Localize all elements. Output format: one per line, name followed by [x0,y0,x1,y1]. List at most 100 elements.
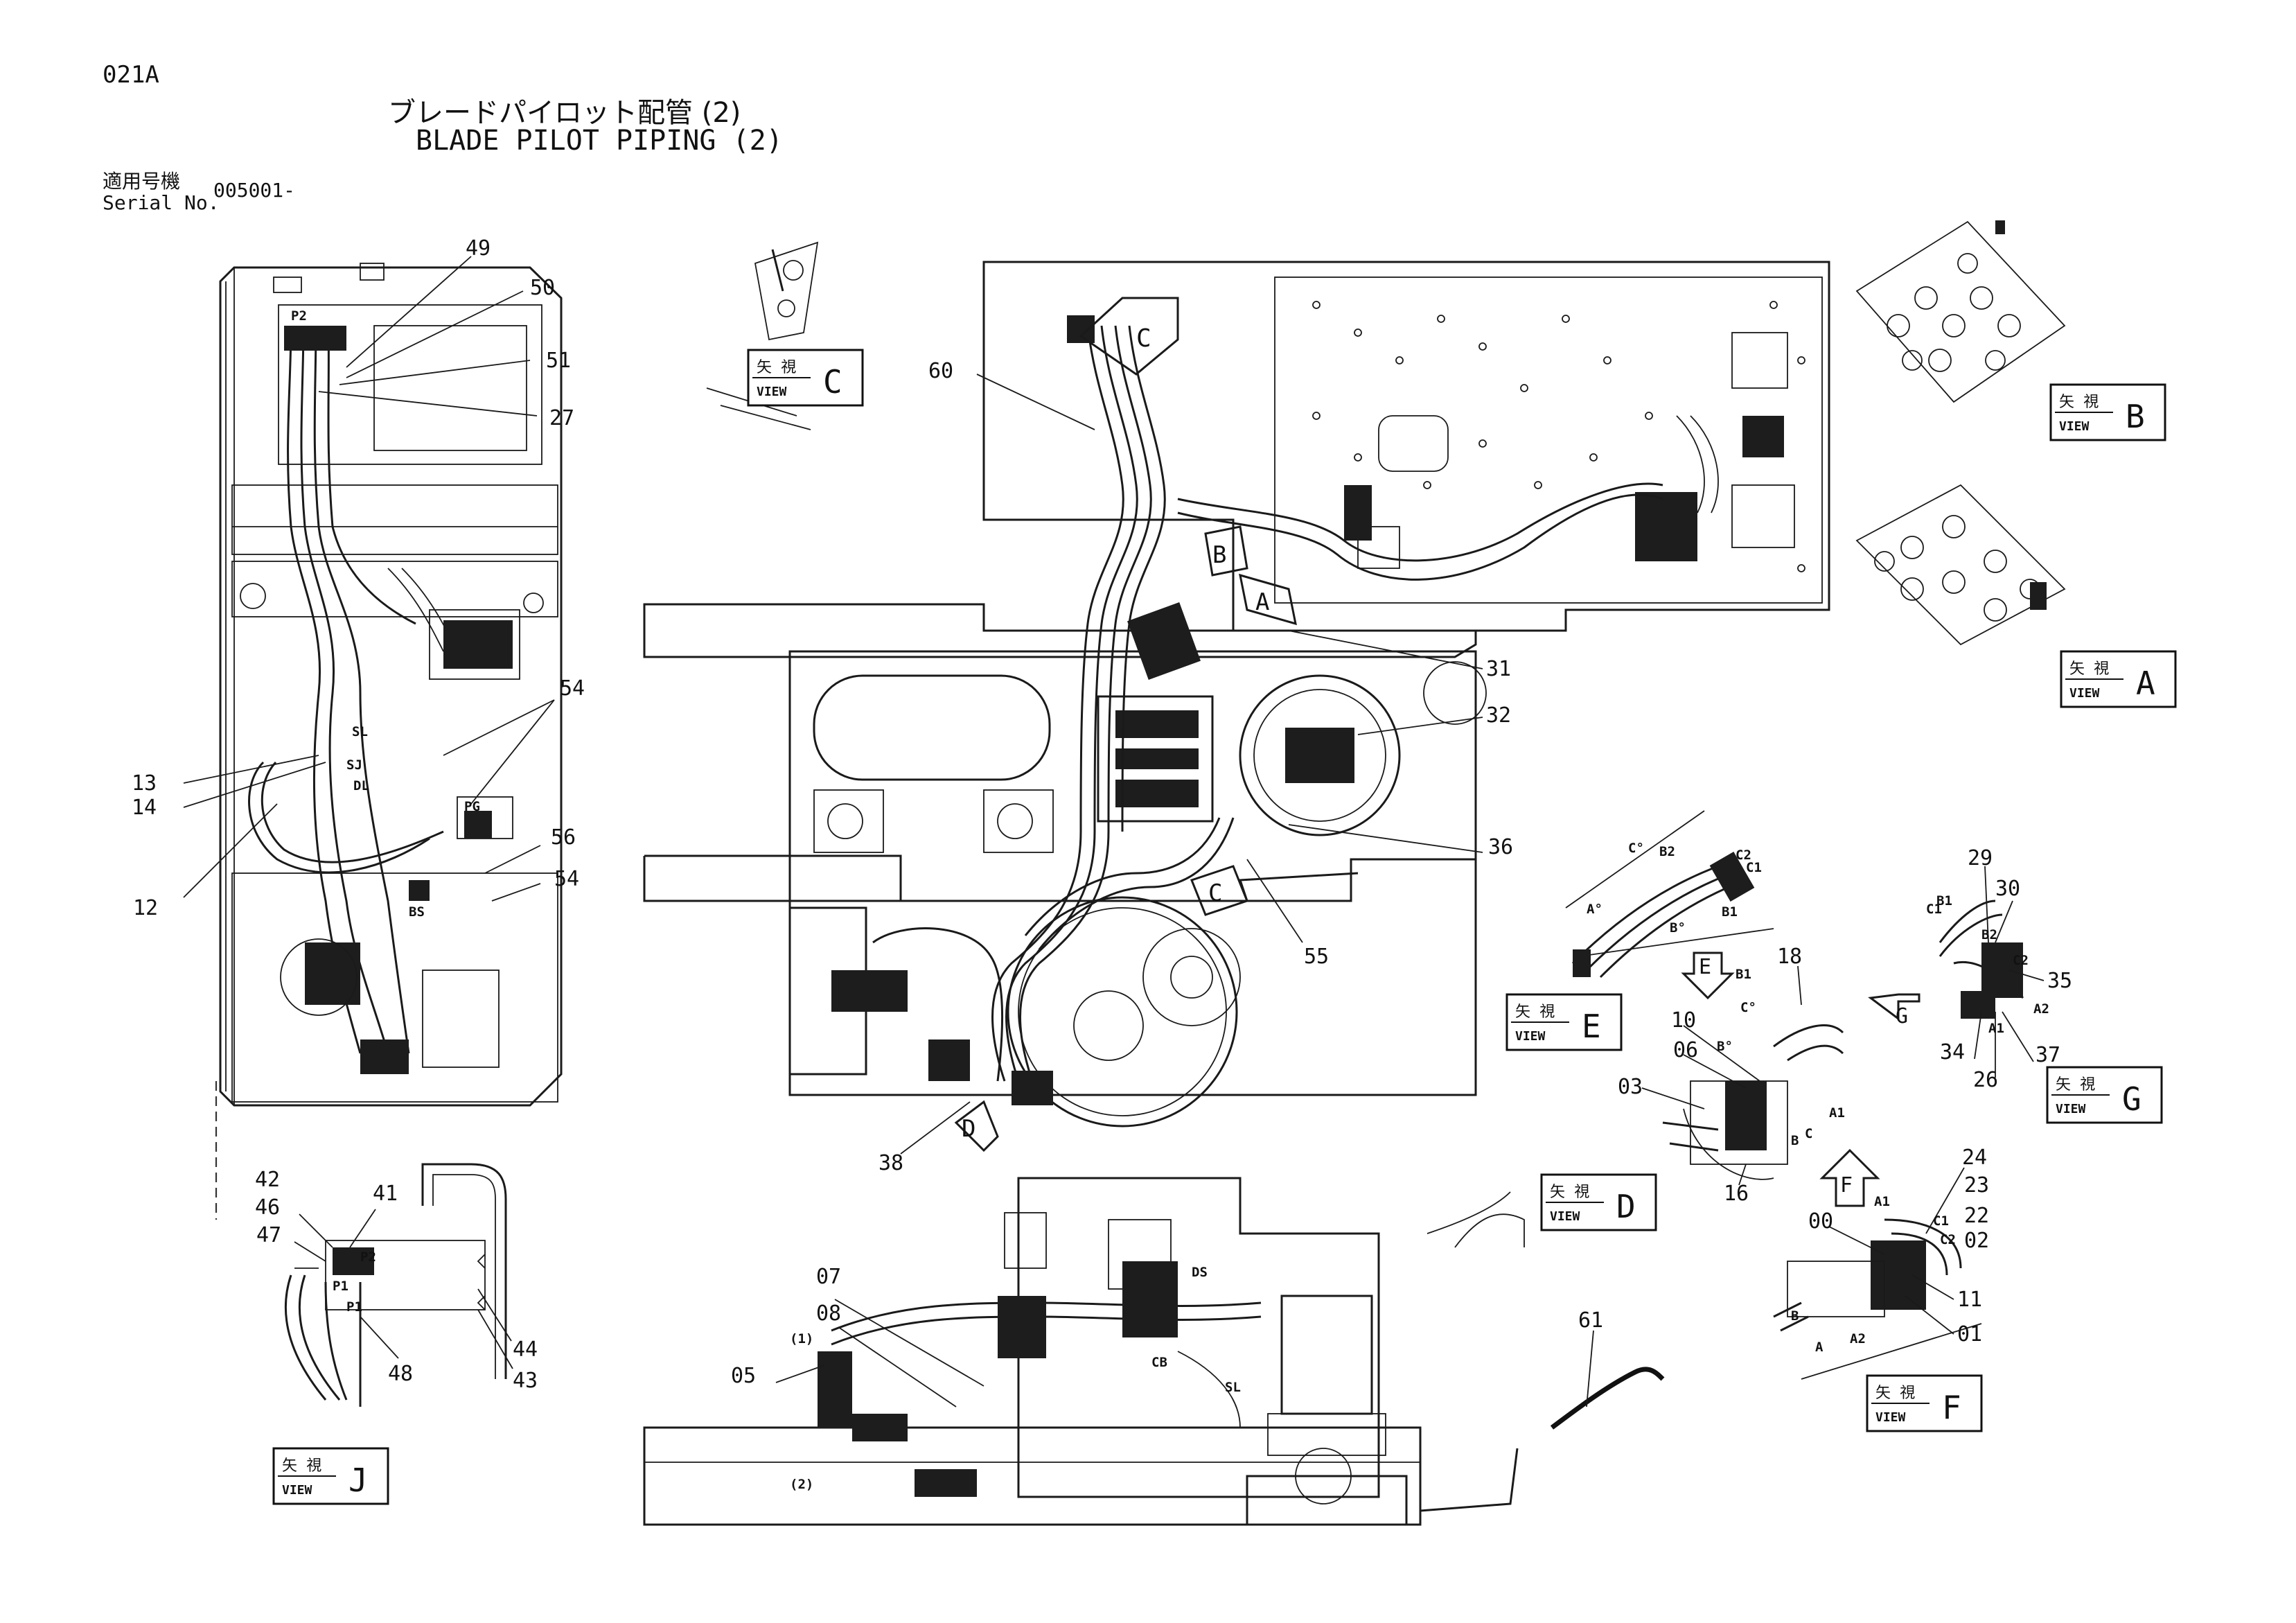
view-arrow-label: D [962,1115,975,1143]
view-arrow-label: A [1255,588,1269,616]
port-label: B° [1717,1039,1733,1054]
callout-02: 02 [1964,1229,1989,1253]
port-label: P1 [333,1279,348,1294]
view-box-jp: 矢 視 [282,1457,321,1475]
port-label: CB [1151,1355,1167,1370]
port-label: B1 [1736,967,1751,982]
title-english: BLADE PILOT PIPING (2) [416,125,783,157]
port-label: A° [1587,902,1602,917]
view-box-letter: A [2136,665,2155,702]
port-label: C1 [1926,902,1942,917]
callout-37: 37 [2036,1043,2060,1067]
view-box-c: 矢 視 VIEW C [747,349,864,407]
view-j-detail [284,1163,507,1407]
callout-26: 26 [1973,1068,1998,1092]
port-label: SL [352,724,368,739]
port-label: SJ [346,757,362,773]
view-arrows: C B A C D E G F [954,297,1920,1207]
view-g-detail [1939,900,2024,1019]
view-arrow-a: A [1239,573,1297,626]
port-label: C1 [1746,860,1762,875]
callout-31: 31 [1486,657,1511,681]
callout-38: 38 [878,1151,903,1175]
callout-48: 48 [388,1362,413,1386]
callout-36: 36 [1488,835,1513,859]
port-label: C [1805,1126,1812,1141]
port-label: C2 [2013,953,2029,968]
callout-34: 34 [1940,1040,1965,1064]
view-box-a: 矢 視 VIEW A [2060,650,2177,708]
callout-27: 27 [549,406,574,430]
view-box-en: VIEW [2069,686,2100,701]
port-label: DS [1192,1265,1208,1280]
view-arrow-f: F [1819,1148,1880,1207]
bottom-side-view [643,1177,1525,1526]
callout-54: 54 [554,867,579,891]
view-arrow-b: B [1204,525,1248,577]
port-label: A2 [2033,1001,2049,1017]
view-box-letter: D [1616,1188,1636,1225]
callout-35: 35 [2047,969,2072,993]
callouts: 4950512754131412565460313236553842464741… [132,236,2072,1393]
port-label: A1 [1829,1105,1845,1121]
view-box-jp: 矢 視 [2069,660,2109,678]
view-box-letter: C [823,363,842,401]
port-label: DL [353,778,369,793]
port-label: A2 [1850,1331,1866,1346]
view-box-jp: 矢 視 [1550,1184,1589,1201]
view-arrow-label: C [1208,879,1222,907]
port-label: C° [1628,841,1644,856]
view-box-en: VIEW [2059,419,2090,434]
view-box-letter: E [1582,1008,1601,1045]
view-box-en: VIEW [2056,1102,2086,1116]
view-arrow-label: C [1136,324,1151,353]
port-label: B2 [1659,844,1675,859]
view-arrow-label: E [1699,955,1711,979]
port-label: A1 [1988,1021,2004,1036]
callout-54: 54 [560,676,585,701]
view-box-jp: 矢 視 [2059,394,2099,411]
port-label: BS [409,904,425,920]
port-label: B [1791,1133,1799,1148]
view-box-en: VIEW [1550,1209,1580,1224]
title-japanese: ブレードパイロット配管 (2) [388,97,741,129]
port-label: PG [464,799,480,814]
callout-56: 56 [551,825,576,850]
port-label: B1 [1936,893,1952,909]
serial-number: 005001- [213,179,296,202]
port-label: C2 [1940,1232,1956,1247]
callout-55: 55 [1304,945,1329,969]
callout-03: 03 [1618,1075,1643,1099]
callout-30: 30 [1995,877,2020,901]
view-box-letter: G [2122,1080,2142,1118]
callout-13: 13 [132,771,157,796]
view-box-jp: 矢 視 [757,359,796,376]
callout-10: 10 [1671,1008,1696,1033]
callout-32: 32 [1486,703,1511,728]
port-label: B1 [1722,904,1738,920]
left-frame-view [215,263,563,1220]
port-label: B° [1670,920,1686,936]
view-arrow-label: B [1212,541,1226,569]
callout-46: 46 [255,1195,280,1220]
callout-24: 24 [1962,1146,1987,1170]
callout-60: 60 [928,359,953,383]
view-box-letter: F [1942,1389,1961,1426]
port-label: P2 [360,1249,376,1265]
callout-16: 16 [1724,1182,1749,1206]
port-label: P1 [346,1299,362,1315]
serial-label-japanese: 適用号機 [103,170,181,193]
callout-07: 07 [816,1265,841,1289]
view-arrow-c-mid: C [1190,865,1248,916]
view-box-en: VIEW [757,385,787,399]
callout-08: 08 [816,1301,841,1326]
callout-23: 23 [1964,1173,1989,1197]
callout-00: 00 [1808,1209,1833,1234]
